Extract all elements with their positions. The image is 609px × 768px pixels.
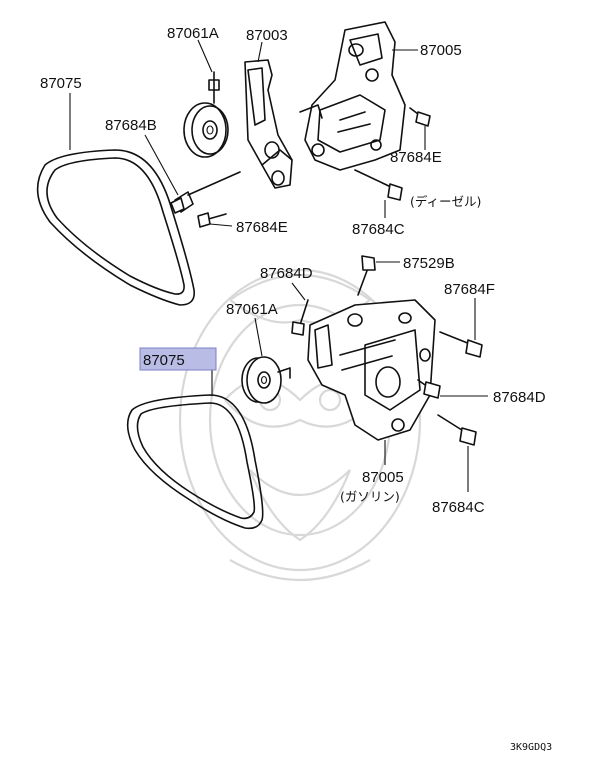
label-bolt-d-upper: 87684D xyxy=(260,265,313,282)
bolt-87529b[interactable] xyxy=(357,255,376,296)
label-pulley-upper: 87061A xyxy=(167,25,219,42)
mounting-bracket-diesel[interactable] xyxy=(299,21,406,171)
idler-pulley-lower[interactable] xyxy=(241,356,291,404)
bolt-87684b[interactable] xyxy=(170,171,241,214)
label-bolt-e-right: 87684E xyxy=(390,149,442,166)
label-bolt-c-upper: 87684C xyxy=(352,221,405,238)
label-bolt-b: 87684B xyxy=(105,117,157,134)
mounting-bracket-gasoline[interactable] xyxy=(307,299,436,441)
drive-belt-upper[interactable] xyxy=(36,149,196,306)
label-belt-upper: 87075 xyxy=(40,75,82,92)
highlight-box xyxy=(139,347,217,371)
diagram-code: 3K9GDQ3 xyxy=(510,742,552,753)
bolt-87684c-lower[interactable] xyxy=(437,414,477,446)
bolt-87684d-upper[interactable] xyxy=(291,299,309,336)
idler-pulley-upper[interactable] xyxy=(183,71,229,158)
label-bracket-diesel: 87005 xyxy=(420,42,462,59)
label-bolt-e-left: 87684E xyxy=(236,219,288,236)
bolt-87684c-upper[interactable] xyxy=(354,169,403,201)
bolt-87684d-right[interactable] xyxy=(417,379,441,399)
bolt-87684f[interactable] xyxy=(439,331,483,358)
label-gasoline-note: (ガソリン) xyxy=(340,489,400,504)
bolt-87684e-right[interactable] xyxy=(409,107,431,127)
label-bolt-d-right: 87684D xyxy=(493,389,546,406)
tensioner-bracket-upper[interactable] xyxy=(244,59,293,189)
label-belt-lower[interactable]: 87075 xyxy=(143,352,185,369)
label-bracket-gasoline: 87005 xyxy=(362,469,404,486)
label-bolt-f: 87684F xyxy=(444,281,495,298)
label-pulley-lower: 87061A xyxy=(226,301,278,318)
label-bolt-529b: 87529B xyxy=(403,255,455,272)
label-bolt-c-lower: 87684C xyxy=(432,499,485,516)
label-bracket-upper: 87003 xyxy=(246,27,288,44)
drive-belt-lower[interactable] xyxy=(126,394,264,530)
label-diesel-note: (ディーゼル) xyxy=(410,194,481,209)
